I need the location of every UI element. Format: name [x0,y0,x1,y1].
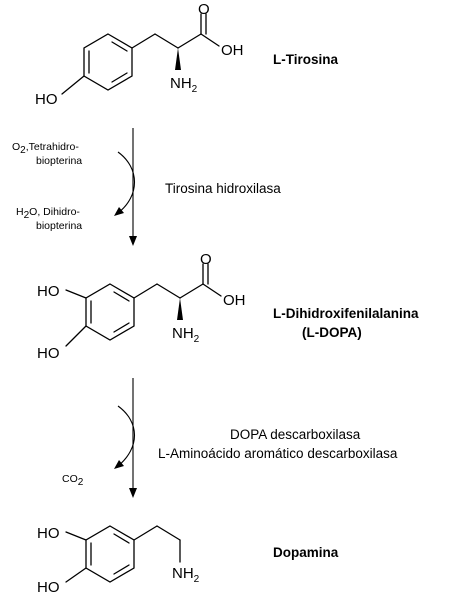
cofactor-in-line1: O2,Tetrahidro- [12,141,79,156]
enzyme-label-2-line2: L-Aminoácido aromático descarboxilasa [158,446,398,461]
reaction-arrowhead-1 [129,236,137,246]
dopamine-benzene-ring [85,525,135,583]
dopamine-ch2-bond [133,525,158,541]
tyrosine-calpha-bond [154,33,179,49]
tyrosine-ho-bond [61,75,85,95]
cofactor-arrowhead-1 [114,207,124,216]
dopamine-aromatic-bond [113,533,130,544]
dopamine-ho-bottom-label: HO [37,579,60,595]
dopamine-aromatic-bond [113,564,130,575]
tyrosine-benzene-ring [83,33,133,91]
cofactor-curve-1 [117,151,136,214]
ldopa-carboxyl-bond [179,283,204,299]
ldopa-oh-label: OH [223,292,246,309]
tyrosine-oh-label: OH [221,42,244,59]
tyrosine-name: L-Tirosina [273,52,339,67]
ldopa-stereo-wedge [177,298,183,320]
cofactor-out-line1: H2O, Dihidro- [16,206,80,221]
dopamine-ho-bottom-bond [65,567,87,583]
dopamine-ho-top-bond [65,531,87,541]
ldopa-ho-bottom-bond [65,325,87,347]
enzyme-label-1: Tirosina hidroxilasa [165,181,281,196]
tyrosine-carboxyl-bond [177,33,202,49]
cofactor-in-line2: biopterina [36,155,82,167]
reaction-step-2: CO2 DOPA descarboxilasa L-Aminoácido aro… [62,378,398,498]
dopamine-ho-top-label: HO [37,525,60,542]
ldopa-ch2-bond [133,283,158,299]
reaction-step-1: O2,Tetrahidro- biopterina H2O, Dihidro- … [12,128,281,246]
dopamine-structure: HO HO NH2 [37,525,200,595]
dopamine-amine-label: NH2 [172,565,200,585]
ldopa-amine-label: NH2 [172,325,200,345]
cofactor-arrowhead-2 [114,460,124,469]
ldopa-oh-bond [202,283,222,297]
dopamine-ch2-bond [156,525,181,541]
tyrosine-ho-label: HO [35,91,58,108]
ldopa-ho-bottom-label: HO [37,345,60,362]
co2-label: CO2 [62,473,84,488]
ldopa-structure: HO HO O OH NH2 [37,251,246,362]
tyrosine-structure: HO O OH NH2 [35,1,244,108]
tyrosine-oh-bond [200,33,220,47]
cofactor-curve-2 [117,405,136,467]
ldopa-name-line1: L-Dihidroxifenilalanina [273,306,419,321]
cofactor-out-line2: biopterina [36,220,82,232]
enzyme-label-2-line1: DOPA descarboxilasa [230,427,361,442]
ldopa-aromatic-bond [113,322,130,333]
ldopa-ho-top-bond [65,289,87,299]
dopamine-name: Dopamina [273,545,339,560]
tyrosine-stereo-wedge [175,48,181,70]
ldopa-aromatic-bond [113,291,130,302]
tyrosine-ch2-bond [131,33,156,49]
ldopa-ho-top-label: HO [37,283,60,300]
tyrosine-aromatic-bond [111,72,128,83]
ldopa-calpha-bond [156,283,181,299]
tyrosine-aromatic-bond [111,41,128,52]
ldopa-oxygen-label: O [200,251,212,268]
tyrosine-amine-label: NH2 [170,75,198,95]
ldopa-benzene-ring [85,283,135,341]
tyrosine-oxygen-label: O [198,1,210,18]
ldopa-name-line2: (L-DOPA) [302,325,362,340]
reaction-arrowhead-2 [129,488,137,498]
